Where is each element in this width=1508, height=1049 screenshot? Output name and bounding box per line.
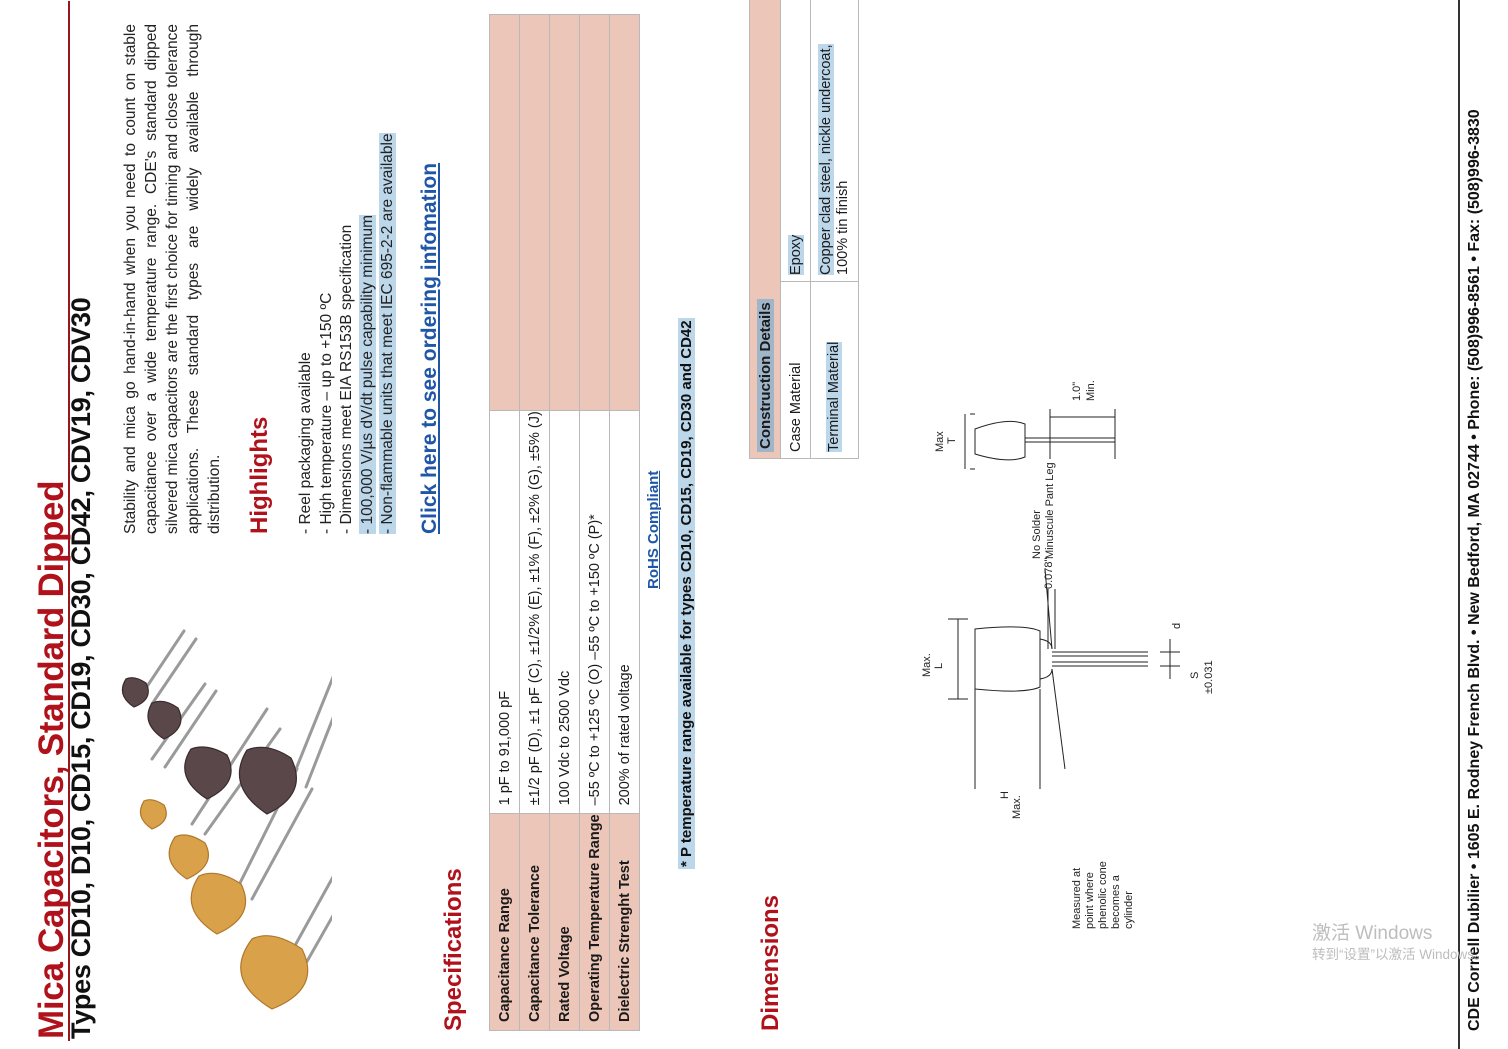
dim-lead-length-min: Min. — [1085, 380, 1097, 401]
dimensions-drawing: H Max. L Max. T Max 1.0" Min. 0.078" d S… — [921, 380, 1215, 929]
spec-value: 200% of rated voltage — [609, 410, 640, 814]
table-row: Terminal Material Copper clad steel, nic… — [810, 0, 859, 459]
dim-s-tolerance: ±0.031 — [1203, 660, 1215, 694]
construction-label: Case Material — [780, 281, 811, 459]
note-measured-4: becomes a — [1110, 874, 1122, 929]
spec-value: 100 Vdc to 2500 Vdc — [549, 410, 580, 814]
table-row: Capacitance Range 1 pF to 91,000 pF — [489, 14, 520, 1031]
dim-lead-length: 1.0" — [1071, 382, 1083, 401]
note-solder-1: No Solder — [1031, 510, 1043, 559]
table-filler — [549, 14, 580, 411]
note-measured-3: phenolic cone — [1097, 861, 1109, 929]
capacitor-photo — [121, 629, 332, 1010]
table-row: Rated Voltage 100 Vdc to 2500 Vdc — [549, 14, 580, 1031]
construction-value: Copper clad steel, nickle undercoat,100%… — [810, 0, 859, 282]
specifications-heading: Specifications — [440, 868, 467, 1031]
construction-value: Epoxy — [780, 0, 811, 282]
windows-activation-watermark: 激活 Windows — [1312, 923, 1433, 944]
construction-heading: Construction Details — [749, 0, 781, 459]
dim-d-label: d — [1171, 623, 1183, 629]
dim-l-max: Max. — [921, 653, 933, 677]
construction-table: Construction Details Case Material Epoxy… — [749, 0, 859, 459]
note-measured-2: point where — [1084, 872, 1096, 929]
dim-lead-gap: 0.078" — [1043, 557, 1055, 589]
table-row: Dielectric Strenght Test 200% of rated v… — [609, 14, 640, 1031]
table-row: Operating Temperature Range –55 ºC to +1… — [579, 14, 610, 1031]
title-rule — [68, 1, 70, 1041]
ordering-info-link[interactable]: Click here to see ordering infomation — [418, 162, 441, 534]
highlight-item: - Reel packaging available — [297, 352, 314, 534]
note-measured-1: Measured at — [1071, 868, 1083, 929]
table-filler — [579, 14, 610, 411]
dimensions-heading: Dimensions — [757, 894, 784, 1031]
dim-s-label: S — [1189, 672, 1201, 679]
dim-h-max: Max. — [1011, 795, 1023, 819]
footer-contact: CDE Cornell Dubilier • 1605 E. Rodney Fr… — [1466, 109, 1483, 1031]
intro-paragraph: Stability and mica go hand-in-hand when … — [122, 24, 223, 534]
temperature-note: * P temperature range available for type… — [678, 318, 695, 869]
highlights-heading: Highlights — [246, 416, 273, 534]
highlight-item: - 100,000 V/µs dV/dt pulse capability mi… — [358, 214, 376, 534]
highlights-list: - Reel packaging available - High temper… — [296, 133, 399, 534]
dim-t-max: Max — [934, 431, 946, 452]
spec-label: Dielectric Strenght Test — [609, 813, 640, 1031]
note-solder-2: Minuscule Pant Leg — [1044, 462, 1056, 559]
dim-t-label: T — [946, 437, 958, 444]
spec-label: Rated Voltage — [549, 813, 580, 1031]
spec-label: Operating Temperature Range — [579, 813, 610, 1031]
rohs-compliant-link[interactable]: RoHS Compliant — [645, 470, 662, 589]
note-measured-5: cylinder — [1123, 891, 1135, 929]
table-row: Capacitance Tolerance ±1/2 pF (D), ±1 pF… — [519, 14, 550, 1031]
table-row: Construction Details — [749, 0, 781, 459]
construction-label: Terminal Material — [810, 281, 859, 459]
footer-rule — [1458, 0, 1460, 1049]
spec-label: Capacitance Range — [489, 813, 520, 1031]
table-filler — [609, 14, 640, 411]
highlight-item: - Non-flammable units that meet IEC 695-… — [379, 133, 396, 534]
table-row: Case Material Epoxy — [780, 0, 811, 459]
windows-activation-hint: 转到“设置”以激活 Windows。 — [1312, 947, 1488, 962]
dim-l-label: L — [933, 663, 945, 669]
spec-label: Capacitance Tolerance — [519, 813, 550, 1031]
specifications-table: Capacitance Range 1 pF to 91,000 pF Capa… — [489, 14, 640, 1031]
spec-value: –55 ºC to +125 ºC (O) –55 ºC to +150 ºC … — [579, 410, 610, 814]
spec-value: 1 pF to 91,000 pF — [489, 410, 520, 814]
dim-h-label: H — [999, 791, 1011, 799]
table-filler — [519, 14, 550, 411]
highlight-item: - Dimensions meet EIA RS153B specificati… — [338, 224, 355, 534]
spec-value: ±1/2 pF (D), ±1 pF (C), ±1/2% (E), ±1% (… — [519, 410, 550, 814]
table-filler — [489, 14, 520, 411]
highlight-item: - High temperature – up to +150 ºC — [317, 292, 335, 534]
